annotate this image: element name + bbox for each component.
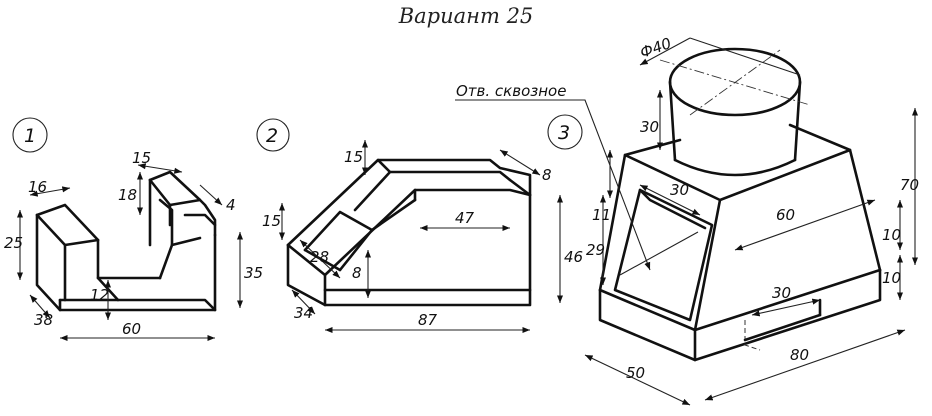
dim-3-length-80: 80 bbox=[790, 346, 809, 364]
figure-3-labels: 3 Отв. сквозное Ф40 30 70 11 29 30 60 10… bbox=[456, 34, 919, 382]
variant-title: Вариант 25 bbox=[398, 4, 534, 28]
figure-1-outline bbox=[35, 170, 217, 312]
dim-3-step-10b: 10 bbox=[882, 269, 901, 287]
dim-2-top-15: 15 bbox=[344, 148, 363, 166]
dim-1-width-16: 16 bbox=[28, 178, 47, 196]
dim-3-step-10a: 10 bbox=[882, 226, 901, 244]
figure-1: 1 16 25 15 18 4 35 12 38 60 bbox=[4, 117, 263, 342]
figure-2-outline bbox=[286, 158, 532, 307]
dim-3-top-60: 60 bbox=[776, 206, 795, 224]
dim-3-hole-11: 11 bbox=[592, 206, 611, 224]
figure-2-badge bbox=[256, 118, 290, 152]
dim-1-height-35: 35 bbox=[244, 264, 263, 282]
dim-3-diameter-40: Ф40 bbox=[638, 34, 674, 62]
figure-3-outline bbox=[598, 47, 882, 362]
figure-3-badge bbox=[547, 114, 583, 150]
dim-3-slot-30: 30 bbox=[772, 284, 791, 302]
dim-2-hole-28: 28 bbox=[310, 248, 329, 266]
dim-3-depth-50: 50 bbox=[626, 364, 645, 382]
figure-3: 3 Отв. сквозное Ф40 30 70 11 29 30 60 10… bbox=[455, 34, 919, 406]
through-hole-note: Отв. сквозное bbox=[456, 82, 566, 100]
dim-2-shelf-47: 47 bbox=[455, 209, 475, 227]
figure-2-dimensions bbox=[278, 140, 564, 334]
dim-1-step-15: 15 bbox=[132, 149, 151, 167]
dim-2-hole-15: 15 bbox=[262, 212, 281, 230]
figure-3-dimensions bbox=[455, 37, 919, 406]
dim-3-cyl-30: 30 bbox=[640, 118, 659, 136]
dim-3-hole-29: 29 bbox=[586, 241, 605, 259]
dim-2-length-87: 87 bbox=[418, 311, 438, 329]
dim-3-hole-30: 30 bbox=[670, 181, 689, 199]
dim-1-floor-12: 12 bbox=[90, 286, 109, 304]
dim-3-height-70: 70 bbox=[900, 176, 919, 194]
dim-1-step-18: 18 bbox=[118, 186, 137, 204]
figure-1-badge bbox=[12, 117, 48, 153]
figure-1-number: 1 bbox=[24, 125, 36, 147]
figure-3-number: 3 bbox=[558, 122, 570, 144]
dim-2-wall-8: 8 bbox=[352, 264, 362, 282]
figure-2-number: 2 bbox=[266, 125, 278, 147]
figure-2: 2 15 8 15 47 46 28 8 34 87 bbox=[256, 118, 583, 334]
dim-2-height-46: 46 bbox=[564, 248, 583, 266]
dim-1-length-60: 60 bbox=[122, 320, 141, 338]
figure-1-labels: 1 16 25 15 18 4 35 12 38 60 bbox=[4, 117, 263, 338]
dim-2-depth-34: 34 bbox=[294, 304, 313, 322]
figure-2-labels: 2 15 8 15 47 46 28 8 34 87 bbox=[256, 118, 583, 329]
dim-1-height-25: 25 bbox=[4, 234, 23, 252]
dim-2-edge-8: 8 bbox=[542, 166, 552, 184]
dim-1-slot-4: 4 bbox=[226, 196, 236, 214]
dim-1-depth-38: 38 bbox=[34, 311, 53, 329]
figure-1-dimensions bbox=[16, 163, 244, 342]
